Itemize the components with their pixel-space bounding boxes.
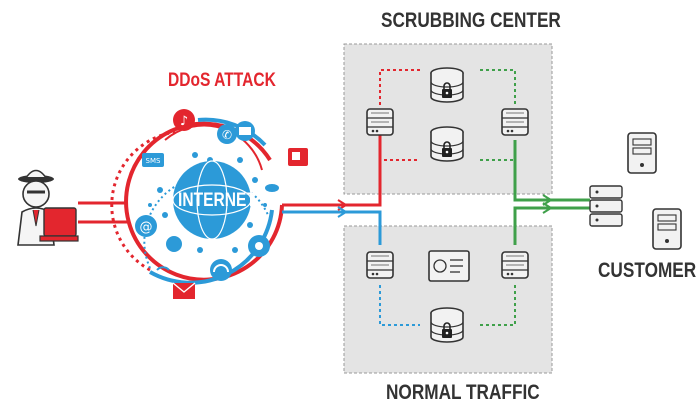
like-icon: [166, 236, 182, 252]
svg-text:♪: ♪: [180, 114, 188, 129]
normal-traffic-label: NORMAL TRAFFIC: [386, 381, 540, 404]
internet-label: INTERNET: [178, 190, 256, 211]
router-icon: [366, 251, 394, 279]
clean-flow: [513, 140, 590, 245]
server-tower-icon: [627, 132, 657, 174]
router-icon: [501, 108, 529, 136]
hacker-at-laptop-icon: [17, 169, 79, 246]
phone-icon: ✆: [217, 124, 237, 144]
dashboard-monitor-icon: [428, 250, 470, 282]
database-lock-icon: [430, 307, 464, 343]
svg-text:SMS: SMS: [146, 157, 161, 165]
podcast-icon: [248, 235, 270, 257]
internet-globe-icon: [172, 160, 252, 240]
chat-icon: [288, 148, 308, 166]
svg-text:@: @: [140, 220, 153, 235]
attack-input-lines: [78, 201, 128, 224]
email-at-icon: @: [135, 215, 157, 237]
ddos-attack-label: DDoS ATTACK: [168, 70, 276, 91]
wifi-icon: [156, 266, 170, 271]
normal-traffic-box: [343, 225, 553, 374]
ring-icons: ♪ ✆ SMS @: [135, 109, 308, 299]
server-tower-icon: [652, 208, 682, 250]
music-icon: ♪: [173, 109, 195, 131]
svg-text:✆: ✆: [222, 128, 232, 142]
sms-icon: SMS: [142, 153, 164, 167]
router-icon: [366, 108, 394, 136]
mail-envelope-icon: [172, 282, 196, 299]
database-lock-icon: [430, 126, 464, 162]
camera-icon: [235, 121, 255, 141]
headphones-icon: [210, 259, 232, 281]
cloud-icon: [265, 184, 279, 192]
router-icon: [501, 251, 529, 279]
scrubbing-center-label: SCRUBBING CENTER: [381, 9, 561, 32]
customer-label: CUSTOMER: [598, 259, 697, 282]
normal-traffic-links: [379, 285, 516, 326]
database-lock-icon: [430, 67, 464, 103]
server-stack-icon: [589, 185, 623, 227]
attack-flow: [282, 125, 382, 245]
